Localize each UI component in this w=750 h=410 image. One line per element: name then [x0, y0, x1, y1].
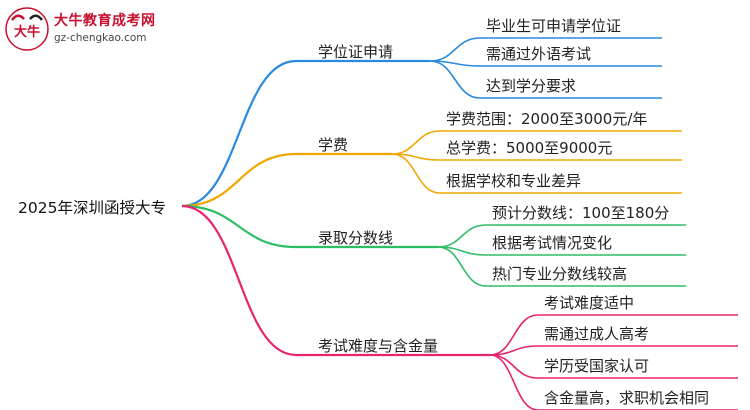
- leaf-node: 达到学分要求: [486, 77, 577, 95]
- logo: 大牛 大牛教育成考网 gz-chengkao.com: [4, 4, 174, 54]
- leaf-node: 预计分数线：100至180分: [492, 204, 670, 222]
- child-connector-3-0: [489, 314, 539, 356]
- child-connector-3-3: [489, 354, 539, 410]
- branch-node: 学位证申请: [318, 43, 394, 61]
- leaf-node: 学费范围：2000至3000元/年: [446, 110, 648, 128]
- leaf-node: 毕业生可申请学位证: [486, 17, 622, 35]
- child-connector-1-2: [391, 153, 441, 194]
- root-connector-2: [181, 204, 297, 249]
- child-connector-0-0: [429, 37, 481, 62]
- leaf-node: 根据考试情况变化: [492, 234, 613, 252]
- leaf-node: 需通过成人高考: [544, 325, 650, 343]
- logo-url: gz-chengkao.com: [54, 32, 147, 44]
- branch-node: 录取分数线: [318, 229, 394, 247]
- leaf-node: 考试难度适中: [544, 294, 635, 312]
- leaf-node: 总学费：5000至9000元: [446, 139, 613, 157]
- bull-logo-icon: 大牛: [5, 7, 49, 51]
- leaf-node: 根据学校和专业差异: [446, 172, 582, 190]
- leaf-node: 需通过外语考试: [486, 45, 592, 63]
- root-node: 2025年深圳函授大专: [18, 199, 166, 217]
- leaf-node: 学历受国家认可: [544, 357, 650, 375]
- logo-mark-text: 大牛: [14, 24, 40, 40]
- root-connector-1: [181, 152, 297, 208]
- branch-node: 学费: [318, 136, 349, 154]
- child-connector-0-2: [429, 60, 481, 99]
- branch-node: 考试难度与含金量: [318, 337, 439, 355]
- child-connector-2-2: [437, 246, 487, 287]
- leaf-node: 含金量高，求职机会相同: [544, 389, 710, 407]
- child-connector-2-0: [437, 224, 487, 248]
- root-connector-0: [181, 59, 297, 208]
- root-connector-3: [181, 204, 297, 357]
- child-connector-3-2: [489, 354, 539, 379]
- leaf-node: 热门专业分数线较高: [492, 265, 628, 283]
- child-connector-1-0: [391, 130, 441, 155]
- logo-name: 大牛教育成考网: [54, 13, 156, 29]
